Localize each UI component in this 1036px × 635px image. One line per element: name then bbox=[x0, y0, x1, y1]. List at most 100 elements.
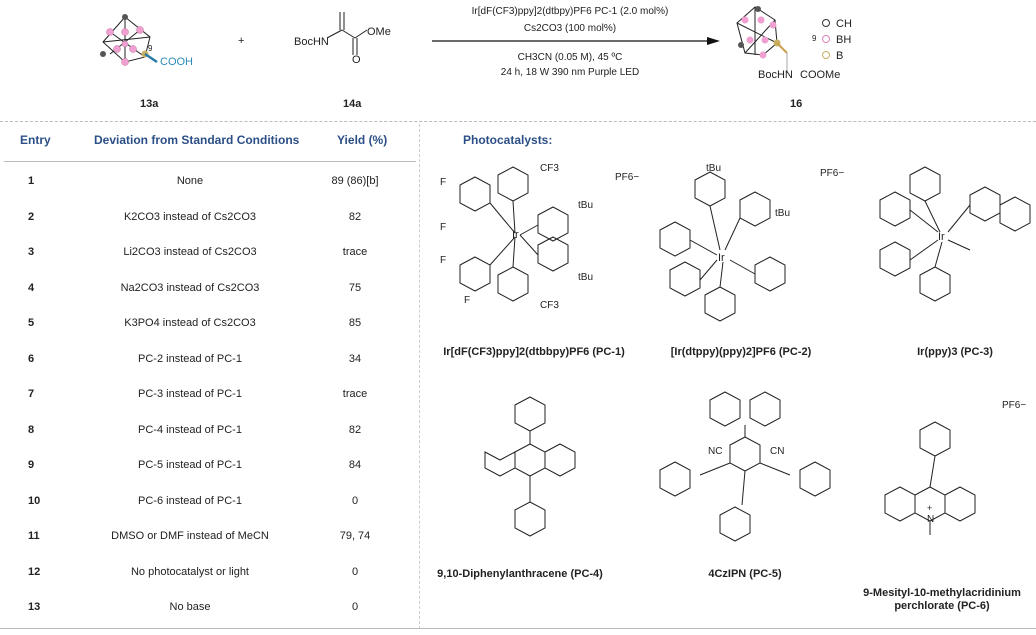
bottom-rule bbox=[0, 628, 1036, 629]
table-row: 7 PC-3 instead of PC-1 trace bbox=[0, 388, 420, 408]
pc1-f: F bbox=[440, 255, 447, 266]
entry-number: 13 bbox=[28, 601, 41, 613]
entry-number: 3 bbox=[28, 246, 35, 258]
table-row: 10 PC-6 instead of PC-1 0 bbox=[0, 495, 420, 515]
pc6-counterion: PF6− bbox=[1002, 400, 1027, 411]
condition-solvent: CH3CN (0.05 M), 45 ºC bbox=[517, 52, 623, 63]
pc2-tbu: tBu bbox=[706, 163, 722, 174]
vertical-divider bbox=[419, 124, 420, 629]
yield-value: 0 bbox=[351, 494, 359, 507]
pc1-tbu: tBu bbox=[578, 272, 594, 283]
pc1-f: F bbox=[440, 177, 447, 188]
product-coome-label: COOMe bbox=[800, 69, 841, 81]
yield-value: 85 bbox=[348, 317, 362, 329]
entry-number: 4 bbox=[28, 281, 35, 294]
pc3-structure bbox=[879, 166, 1031, 302]
entry-number: 6 bbox=[28, 352, 35, 365]
condition-catalyst: Ir[dF(CF3)ppy]2(dtbpy)PF6 PC-1 (2.0 mol%… bbox=[471, 6, 669, 17]
pc1-counterion: PF6− bbox=[615, 172, 640, 183]
table-row: 13 No base 0 bbox=[0, 601, 420, 621]
deviation-text: None bbox=[176, 175, 204, 187]
yield-value: 84 bbox=[348, 459, 362, 471]
entry-number: 10 bbox=[28, 494, 41, 507]
deviation-text: DMSO or DMF instead of MeCN bbox=[111, 530, 269, 542]
plus-sign: + bbox=[238, 35, 245, 47]
deviation-text: PC-6 instead of PC-1 bbox=[138, 494, 242, 507]
pc5-structure bbox=[659, 391, 831, 542]
entry-number: 12 bbox=[28, 565, 41, 578]
condition-time-light: 24 h, 18 W 390 nm Purple LED bbox=[500, 67, 640, 78]
yield-value: 82 bbox=[348, 423, 362, 436]
pc6-name: 9-Mesityl-10-methylacridinium perchlorat… bbox=[863, 587, 1021, 612]
entry-number: 11 bbox=[28, 530, 40, 542]
photocatalysts-title: Photocatalysts: bbox=[463, 133, 553, 147]
bochn-label: BocHN bbox=[294, 36, 329, 48]
carbonyl-o-label: O bbox=[352, 54, 361, 66]
deviation-text: K3PO4 instead of Cs2CO3 bbox=[124, 317, 256, 329]
yield-value: 79, 74 bbox=[339, 530, 371, 542]
pc2-name: [Ir(dtppy)(ppy)2]PF6 (PC-2) bbox=[670, 346, 812, 358]
reaction-arrow bbox=[432, 37, 720, 45]
table-row: 3 Li2CO3 instead of Cs2CO3 trace bbox=[0, 246, 420, 266]
pc6-charge: + bbox=[927, 503, 933, 513]
deviation-text: PC-5 instead of PC-1 bbox=[138, 459, 242, 471]
legend-ch: CH bbox=[822, 18, 852, 34]
yield-value: 75 bbox=[348, 281, 362, 294]
pc6-structure bbox=[884, 421, 976, 535]
pc1-cf3: CF3 bbox=[540, 163, 559, 174]
header-entry: Entry bbox=[20, 133, 51, 147]
pc5-nc: NC bbox=[708, 446, 723, 457]
product-16-structure bbox=[736, 6, 788, 73]
condition-base: Cs2CO3 (100 mol%) bbox=[523, 23, 617, 34]
compound-14a-label: 14a bbox=[343, 98, 362, 110]
pc2-tbu: tBu bbox=[775, 208, 791, 219]
deviation-text: Li2CO3 instead of Cs2CO3 bbox=[123, 246, 257, 258]
entry-number: 5 bbox=[28, 317, 35, 329]
yield-value: trace bbox=[342, 246, 368, 258]
table-row: 12 No photocatalyst or light 0 bbox=[0, 566, 420, 586]
pc1-f: F bbox=[464, 295, 471, 306]
deviation-text: PC-3 instead of PC-1 bbox=[138, 388, 242, 400]
yield-value: 82 bbox=[348, 210, 362, 223]
yield-value: 0 bbox=[351, 565, 359, 578]
entry-number: 1 bbox=[28, 175, 35, 187]
pc1-tbu: tBu bbox=[578, 200, 594, 211]
deviation-text: No photocatalyst or light bbox=[130, 565, 249, 578]
pc4-name: 9,10-Diphenylanthracene (PC-4) bbox=[437, 568, 603, 580]
ome-label: OMe bbox=[367, 26, 391, 38]
position-label: 9 bbox=[148, 44, 153, 53]
header-yield: Yield (%) bbox=[337, 133, 388, 147]
pc3-name: Ir(ppy)3 (PC-3) bbox=[917, 346, 993, 358]
compound-13a-label: 13a bbox=[140, 98, 159, 110]
legend-bh: BH bbox=[822, 34, 852, 50]
pc5-cn: CN bbox=[770, 446, 785, 457]
pc3-ir-atom: Ir bbox=[938, 231, 945, 243]
pc1-cf3: CF3 bbox=[540, 300, 559, 311]
pc2-ir-atom: Ir bbox=[718, 252, 725, 264]
table-row: 4 Na2CO3 instead of Cs2CO3 75 bbox=[0, 282, 420, 302]
deviation-text: No base bbox=[169, 601, 211, 613]
scheme-divider bbox=[0, 121, 1036, 122]
product-bochn-label: BocHN bbox=[758, 69, 793, 81]
deviation-text: PC-4 instead of PC-1 bbox=[138, 423, 242, 436]
pc1-f: F bbox=[440, 222, 447, 233]
header-deviation: Deviation from Standard Conditions bbox=[94, 133, 300, 147]
deviation-text: Na2CO3 instead of Cs2CO3 bbox=[120, 281, 260, 294]
carborane-13a-structure bbox=[100, 14, 158, 66]
pc5-name: 4CzIPN (PC-5) bbox=[708, 568, 782, 580]
dehydroalanine-14a-structure bbox=[326, 12, 368, 55]
entry-number: 7 bbox=[28, 388, 35, 400]
pc1-name: Ir[dF(CF3)ppy]2(dtbbpy)PF6 (PC-1) bbox=[443, 346, 625, 358]
legend-b: B bbox=[822, 50, 852, 66]
pc6-n: N bbox=[927, 514, 935, 525]
yield-value: 0 bbox=[351, 601, 359, 613]
table-row: 11 DMSO or DMF instead of MeCN 79, 74 bbox=[0, 530, 420, 550]
entry-number: 2 bbox=[28, 210, 35, 223]
pc4-structure bbox=[484, 396, 576, 537]
yield-value: trace bbox=[342, 388, 368, 400]
